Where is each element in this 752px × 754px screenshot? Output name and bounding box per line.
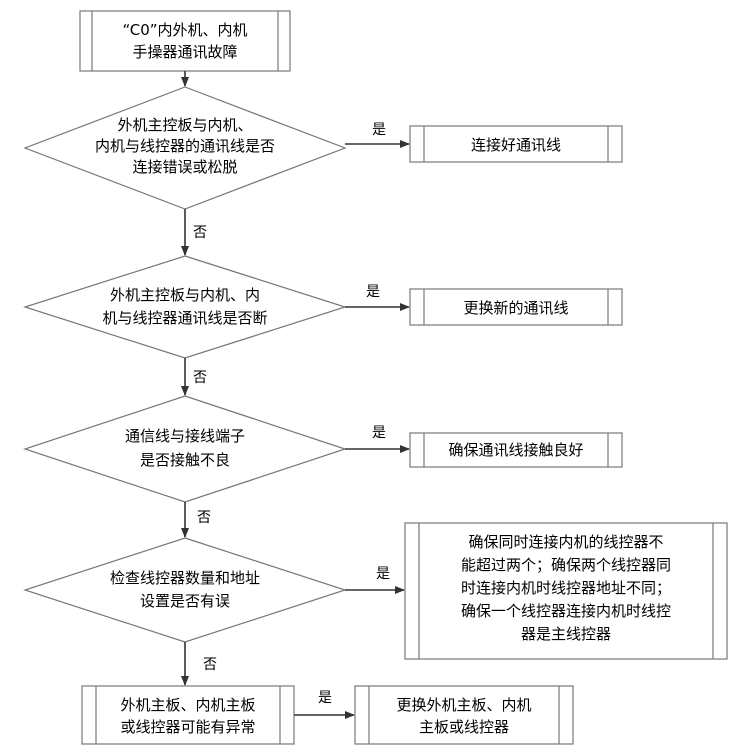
decision-4-diamond: 检查线控器数量和地址 设置是否有误 [23,537,347,643]
decision-4-no-label: 否 [203,657,217,673]
decision-2-no-label: 否 [193,370,207,386]
action-3-line-1: 确保通讯线接触良好 [448,441,583,459]
decision-3-no-label: 否 [197,510,211,526]
final-action-box: 更换外机主板、内机 主板或线控器 [354,685,574,745]
decision-4-line-2: 设置是否有误 [140,592,230,610]
decision-2-yes-label: 是 [366,284,380,300]
action-4-line-3: 时连接内机时线控器地址不同； [461,579,671,597]
action-4-line-2: 能超过两个；确保两个线控器同 [461,556,671,574]
start-process-box: “C0”内外机、内机 手操器通讯故障 [79,10,291,72]
final-check-line-2: 或线控器可能有异常 [120,718,255,736]
decision-1-no-label: 否 [193,225,207,241]
decision-1-line-2: 内机与线控器的通讯线是否 [95,137,275,155]
decision-3-line-2: 是否接触不良 [140,451,230,469]
action-2-box: 更换新的通讯线 [409,288,623,326]
decision-4-yes-label: 是 [376,566,390,582]
action-4-line-4: 确保一个线控器连接内机时线控 [461,602,671,620]
final-check-box: 外机主板、内机主板 或线控器可能有异常 [81,685,295,745]
decision-2-line-1: 外机主控板与内机、内 [110,286,260,304]
start-line-2: 手操器通讯故障 [132,43,237,61]
decision-3-yes-label: 是 [372,425,386,441]
action-1-line-1: 连接好通讯线 [471,136,561,154]
decision-3-line-1: 通信线与接线端子 [125,427,245,445]
action-4-line-5: 器是主线控器 [521,625,611,643]
action-2-line-1: 更换新的通讯线 [463,299,568,317]
action-3-box: 确保通讯线接触良好 [409,432,623,468]
final-check-line-1: 外机主板、内机主板 [120,696,255,714]
decision-2-line-2: 机与线控器通讯线是否断 [102,309,267,327]
action-4-line-1: 确保同时连接内机的线控器不 [468,533,663,551]
action-4-box: 确保同时连接内机的线控器不 能超过两个；确保两个线控器同 时连接内机时线控器地址… [404,522,728,660]
decision-4-line-1: 检查线控器数量和地址 [110,569,260,587]
decision-1-diamond: 外机主控板与内机、 内机与线控器的通讯线是否 连接错误或松脱 [23,86,347,210]
start-line-1: “C0”内外机、内机 [122,21,247,39]
final-action-line-1: 更换外机主板、内机 [396,696,531,714]
decision-1-yes-label: 是 [372,122,386,138]
final-action-line-2: 主板或线控器 [419,718,509,736]
decision-3-diamond: 通信线与接线端子 是否接触不良 [23,395,347,503]
final-yes-label: 是 [318,690,332,706]
decision-1-line-1: 外机主控板与内机、 [117,116,252,134]
decision-2-diamond: 外机主控板与内机、内 机与线控器通讯线是否断 [23,255,347,359]
action-1-box: 连接好通讯线 [409,125,623,163]
decision-1-line-3: 连接错误或松脱 [132,158,237,176]
